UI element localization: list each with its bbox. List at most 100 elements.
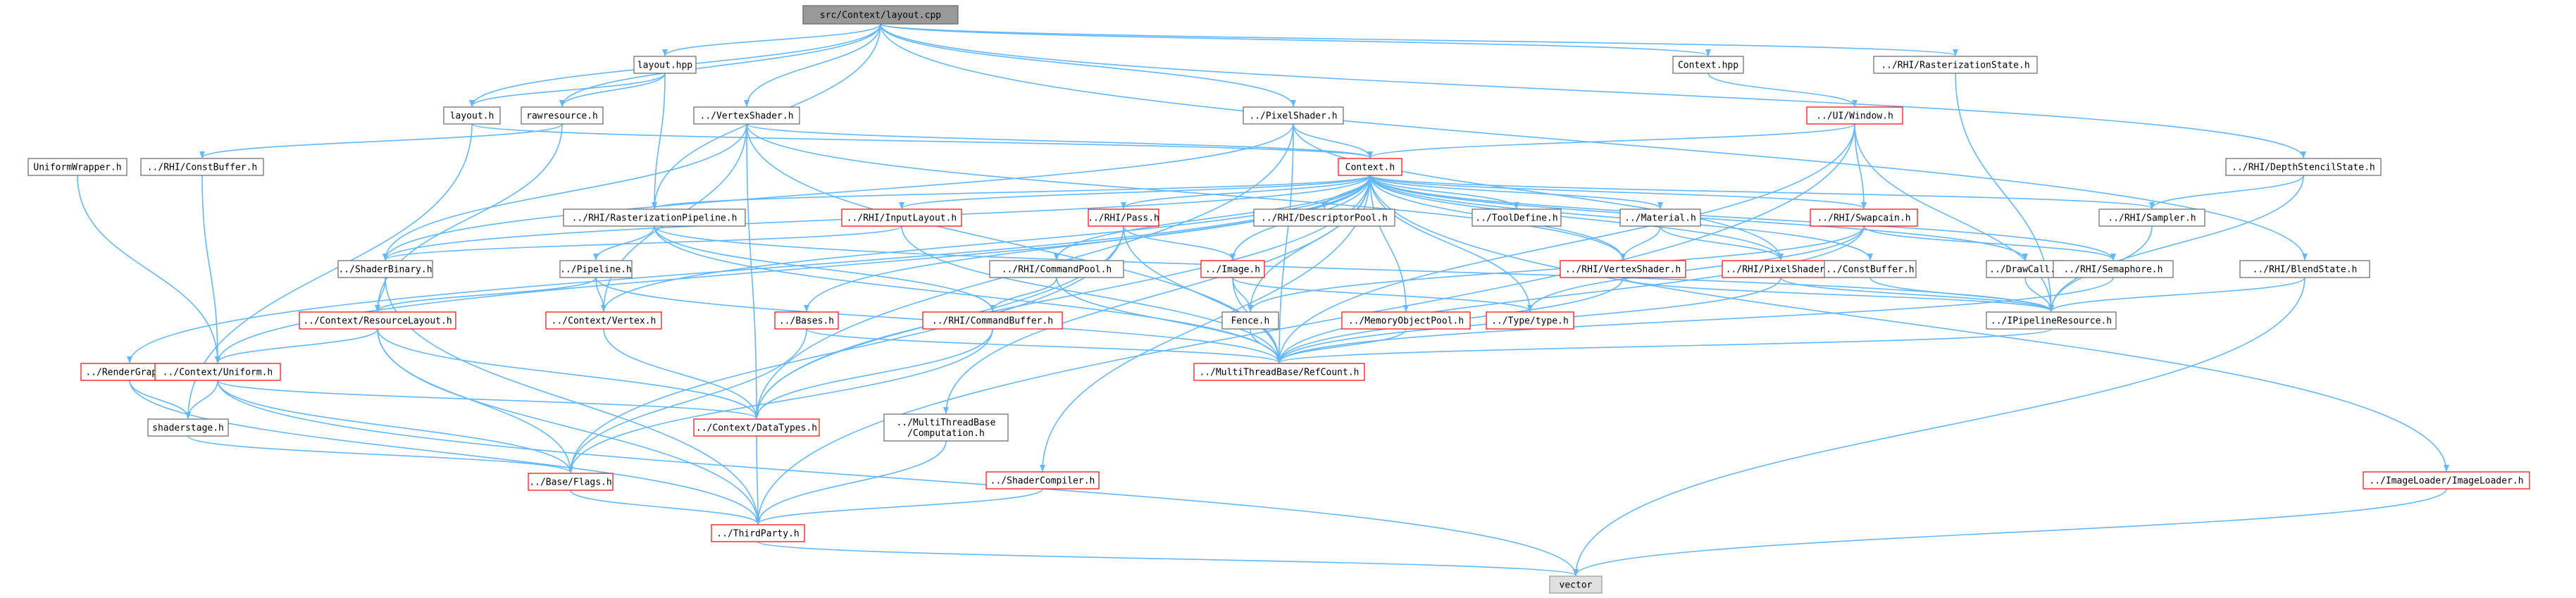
node-label-ipipelineresource: ../IPipelineResource.h <box>1991 316 2112 327</box>
node-pixelshader[interactable]: ../PixelShader.h <box>1243 106 1344 125</box>
node-rhi_commandpool[interactable]: ../RHI/CommandPool.h <box>989 260 1124 278</box>
edge-rhi_pixelshader-to-ipipelineresource <box>1780 277 2054 312</box>
edge-pipeline-to-context_resourcelayout <box>375 277 597 312</box>
edge-context_resourcelayout-to-context_datatypes <box>377 328 759 419</box>
node-label-rawresource: rawresource.h <box>526 111 598 122</box>
node-multithreadbase_computation[interactable]: ../MultiThreadBase/Computation.h <box>883 413 1009 442</box>
node-fence[interactable]: Fence.h <box>1221 311 1279 330</box>
node-label-drawcall: ../DrawCall.h <box>1989 265 2061 275</box>
node-rhi_semaphore[interactable]: ../RHI/Semaphore.h <box>2053 260 2174 278</box>
node-base_flags[interactable]: ../Base/Flags.h <box>528 473 614 491</box>
node-vector: vector <box>1549 575 1603 594</box>
node-box-rhi_sampler <box>2098 208 2205 227</box>
node-rhi_constbuffer[interactable]: ../RHI/ConstBuffer.h <box>140 158 264 176</box>
node-multithreadbase_refcount[interactable]: ../MultiThreadBase/RefCount.h <box>1193 363 1365 381</box>
node-drawcall[interactable]: ../DrawCall.h <box>1986 260 2065 278</box>
edge-rhi_commandbuffer-to-base_flags <box>568 328 993 473</box>
edge-pixelshader-to-shaderbinary <box>382 123 1294 261</box>
edge-context_h-to-imageloader <box>1369 175 2449 472</box>
node-box-context_vertex <box>545 311 662 330</box>
node-tooldefine[interactable]: ../ToolDefine.h <box>1471 208 1562 227</box>
node-root[interactable]: src/Context/layout.cpp <box>802 5 959 25</box>
node-label-layout_hpp: layout.hpp <box>637 61 692 71</box>
edge-rhi_raster_pipeline-to-multithreadbase_refcount <box>654 225 1282 363</box>
node-vertexshader[interactable]: ../VertexShader.h <box>693 106 800 125</box>
node-box-ipipelineresource <box>1986 311 2117 330</box>
node-label-context_resourcelayout: ../Context/ResourceLayout.h <box>303 316 452 327</box>
node-rhi_raster_pipeline[interactable]: ../RHI/RasterizationPipeline.h <box>563 208 746 227</box>
node-layout_hpp[interactable]: layout.hpp <box>633 56 697 74</box>
node-box-multithreadbase_refcount <box>1193 363 1365 381</box>
node-context_hpp[interactable]: Context.hpp <box>1672 56 1744 74</box>
edge-rawresource-to-rhi_constbuffer <box>199 123 563 158</box>
node-context_resourcelayout[interactable]: ../Context/ResourceLayout.h <box>299 311 456 330</box>
node-memoryobjectpool[interactable]: ../MemoryObjectPool.h <box>1341 311 1471 330</box>
node-context_uniform[interactable]: ../Context/Uniform.h <box>154 363 281 381</box>
node-shaderstage[interactable]: shaderstage.h <box>147 418 229 437</box>
node-box-ui_window <box>1806 106 1903 125</box>
edge-context_h-to-rhi_swapcain <box>1369 175 1867 209</box>
node-rhi_sampler[interactable]: ../RHI/Sampler.h <box>2098 208 2205 227</box>
node-rhi_swapcain[interactable]: ../RHI/Swapcain.h <box>1810 208 1918 227</box>
edge-root-to-pixelshader <box>880 23 1296 107</box>
edge-context_h-to-rhi_raster_pipeline <box>652 175 1371 209</box>
node-label-rhi_blendstate: ../RHI/BlendState.h <box>2253 265 2358 275</box>
edge-rhi_pass-to-image <box>1123 225 1236 261</box>
node-imageloader[interactable]: ../ImageLoader/ImageLoader.h <box>2363 471 2530 490</box>
node-label-rhi_constbuffer: ../RHI/ConstBuffer.h <box>147 163 258 173</box>
node-label-rhi_commandpool: ../RHI/CommandPool.h <box>1002 265 1112 275</box>
node-rhi_descriptorpool[interactable]: ../RHI/DescriptorPool.h <box>1253 208 1395 227</box>
node-rhi_commandbuffer[interactable]: ../RHI/CommandBuffer.h <box>922 311 1063 330</box>
edge-context_uniform-to-shaderstage <box>185 380 218 419</box>
node-rhi_inputlayout[interactable]: ../RHI/InputLayout.h <box>841 208 962 227</box>
node-shadercompiler[interactable]: ../ShaderCompiler.h <box>985 471 1100 490</box>
node-image[interactable]: ../Image.h <box>1200 260 1265 278</box>
node-rhi_depthstencil[interactable]: ../RHI/DepthStencilState.h <box>2225 158 2382 176</box>
node-thirdparty[interactable]: ../ThirdParty.h <box>711 524 805 542</box>
node-material[interactable]: ../Material.h <box>1619 208 1701 227</box>
node-box-vector <box>1549 575 1603 594</box>
node-label-base_flags: ../Base/Flags.h <box>529 478 611 488</box>
edge-context_vertex-to-context_datatypes <box>603 328 759 419</box>
edge-rhi_blendstate-to-vector <box>1573 277 2306 576</box>
node-rhi_pixelshader[interactable]: ../RHI/PixelShader.h <box>1722 260 1840 278</box>
edge-rhi_swapcain-to-type_type <box>1527 225 1865 312</box>
node-uniformwrapper[interactable]: UniformWrapper.h <box>27 158 127 176</box>
edge-rendergraph-to-shaderstage <box>129 380 191 419</box>
edge-rhi_pass-to-multithreadbase_refcount <box>1123 225 1282 363</box>
node-label-pipeline: ../Pipeline.h <box>560 265 632 275</box>
edge-context_resourcelayout-to-context_uniform <box>215 328 378 363</box>
node-ui_window[interactable]: ../UI/Window.h <box>1806 106 1903 125</box>
edge-base_flags-to-thirdparty <box>570 490 761 525</box>
edge-rhi_inputlayout-to-shaderbinary <box>382 225 902 261</box>
node-bases[interactable]: ../Bases.h <box>774 311 839 330</box>
node-box-rhi_depthstencil <box>2225 158 2382 176</box>
node-label-multithreadbase_computation: ../MultiThreadBase <box>897 418 996 428</box>
node-box-fence <box>1221 311 1279 330</box>
node-box-memoryobjectpool <box>1341 311 1471 330</box>
node-rawresource[interactable]: rawresource.h <box>521 106 604 125</box>
node-context_datatypes[interactable]: ../Context/DataTypes.h <box>693 418 820 437</box>
node-label-rhi_pixelshader: ../RHI/PixelShader.h <box>1726 265 1836 275</box>
node-label-rhi_inputlayout: ../RHI/InputLayout.h <box>847 213 957 224</box>
node-label-bases: ../Bases.h <box>779 316 834 327</box>
node-shaderbinary[interactable]: ../ShaderBinary.h <box>337 260 433 278</box>
node-layout_h[interactable]: layout.h <box>443 106 501 125</box>
edge-context_h-to-memoryobjectpool <box>1369 175 1409 312</box>
edge-rhi_constbuffer-to-context_uniform <box>201 175 220 363</box>
node-label-rendergraph: ../RenderGraph.h <box>85 368 173 378</box>
node-box-shadercompiler <box>985 471 1100 490</box>
node-rhi_vertexshader[interactable]: ../RHI/VertexShader.h <box>1560 260 1686 278</box>
node-constbuffer[interactable]: ../ConstBuffer.h <box>1824 260 1917 278</box>
node-rhi_blendstate[interactable]: ../RHI/BlendState.h <box>2239 260 2370 278</box>
node-context_h[interactable]: Context.h <box>1338 158 1402 176</box>
node-label-tooldefine: ../ToolDefine.h <box>1475 213 1557 224</box>
node-type_type[interactable]: ../Type/type.h <box>1486 311 1574 330</box>
edge-bases-to-multithreadbase_refcount <box>806 328 1282 363</box>
node-ipipelineresource[interactable]: ../IPipelineResource.h <box>1986 311 2117 330</box>
edge-context_resourcelayout-to-thirdparty <box>377 328 761 525</box>
node-rhi_raster_state[interactable]: ../RHI/RasterizationState.h <box>1873 56 2038 74</box>
node-rhi_pass[interactable]: ../RHI/Pass.h <box>1088 208 1159 227</box>
node-context_vertex[interactable]: ../Context/Vertex.h <box>545 311 662 330</box>
node-pipeline[interactable]: ../Pipeline.h <box>559 260 633 278</box>
